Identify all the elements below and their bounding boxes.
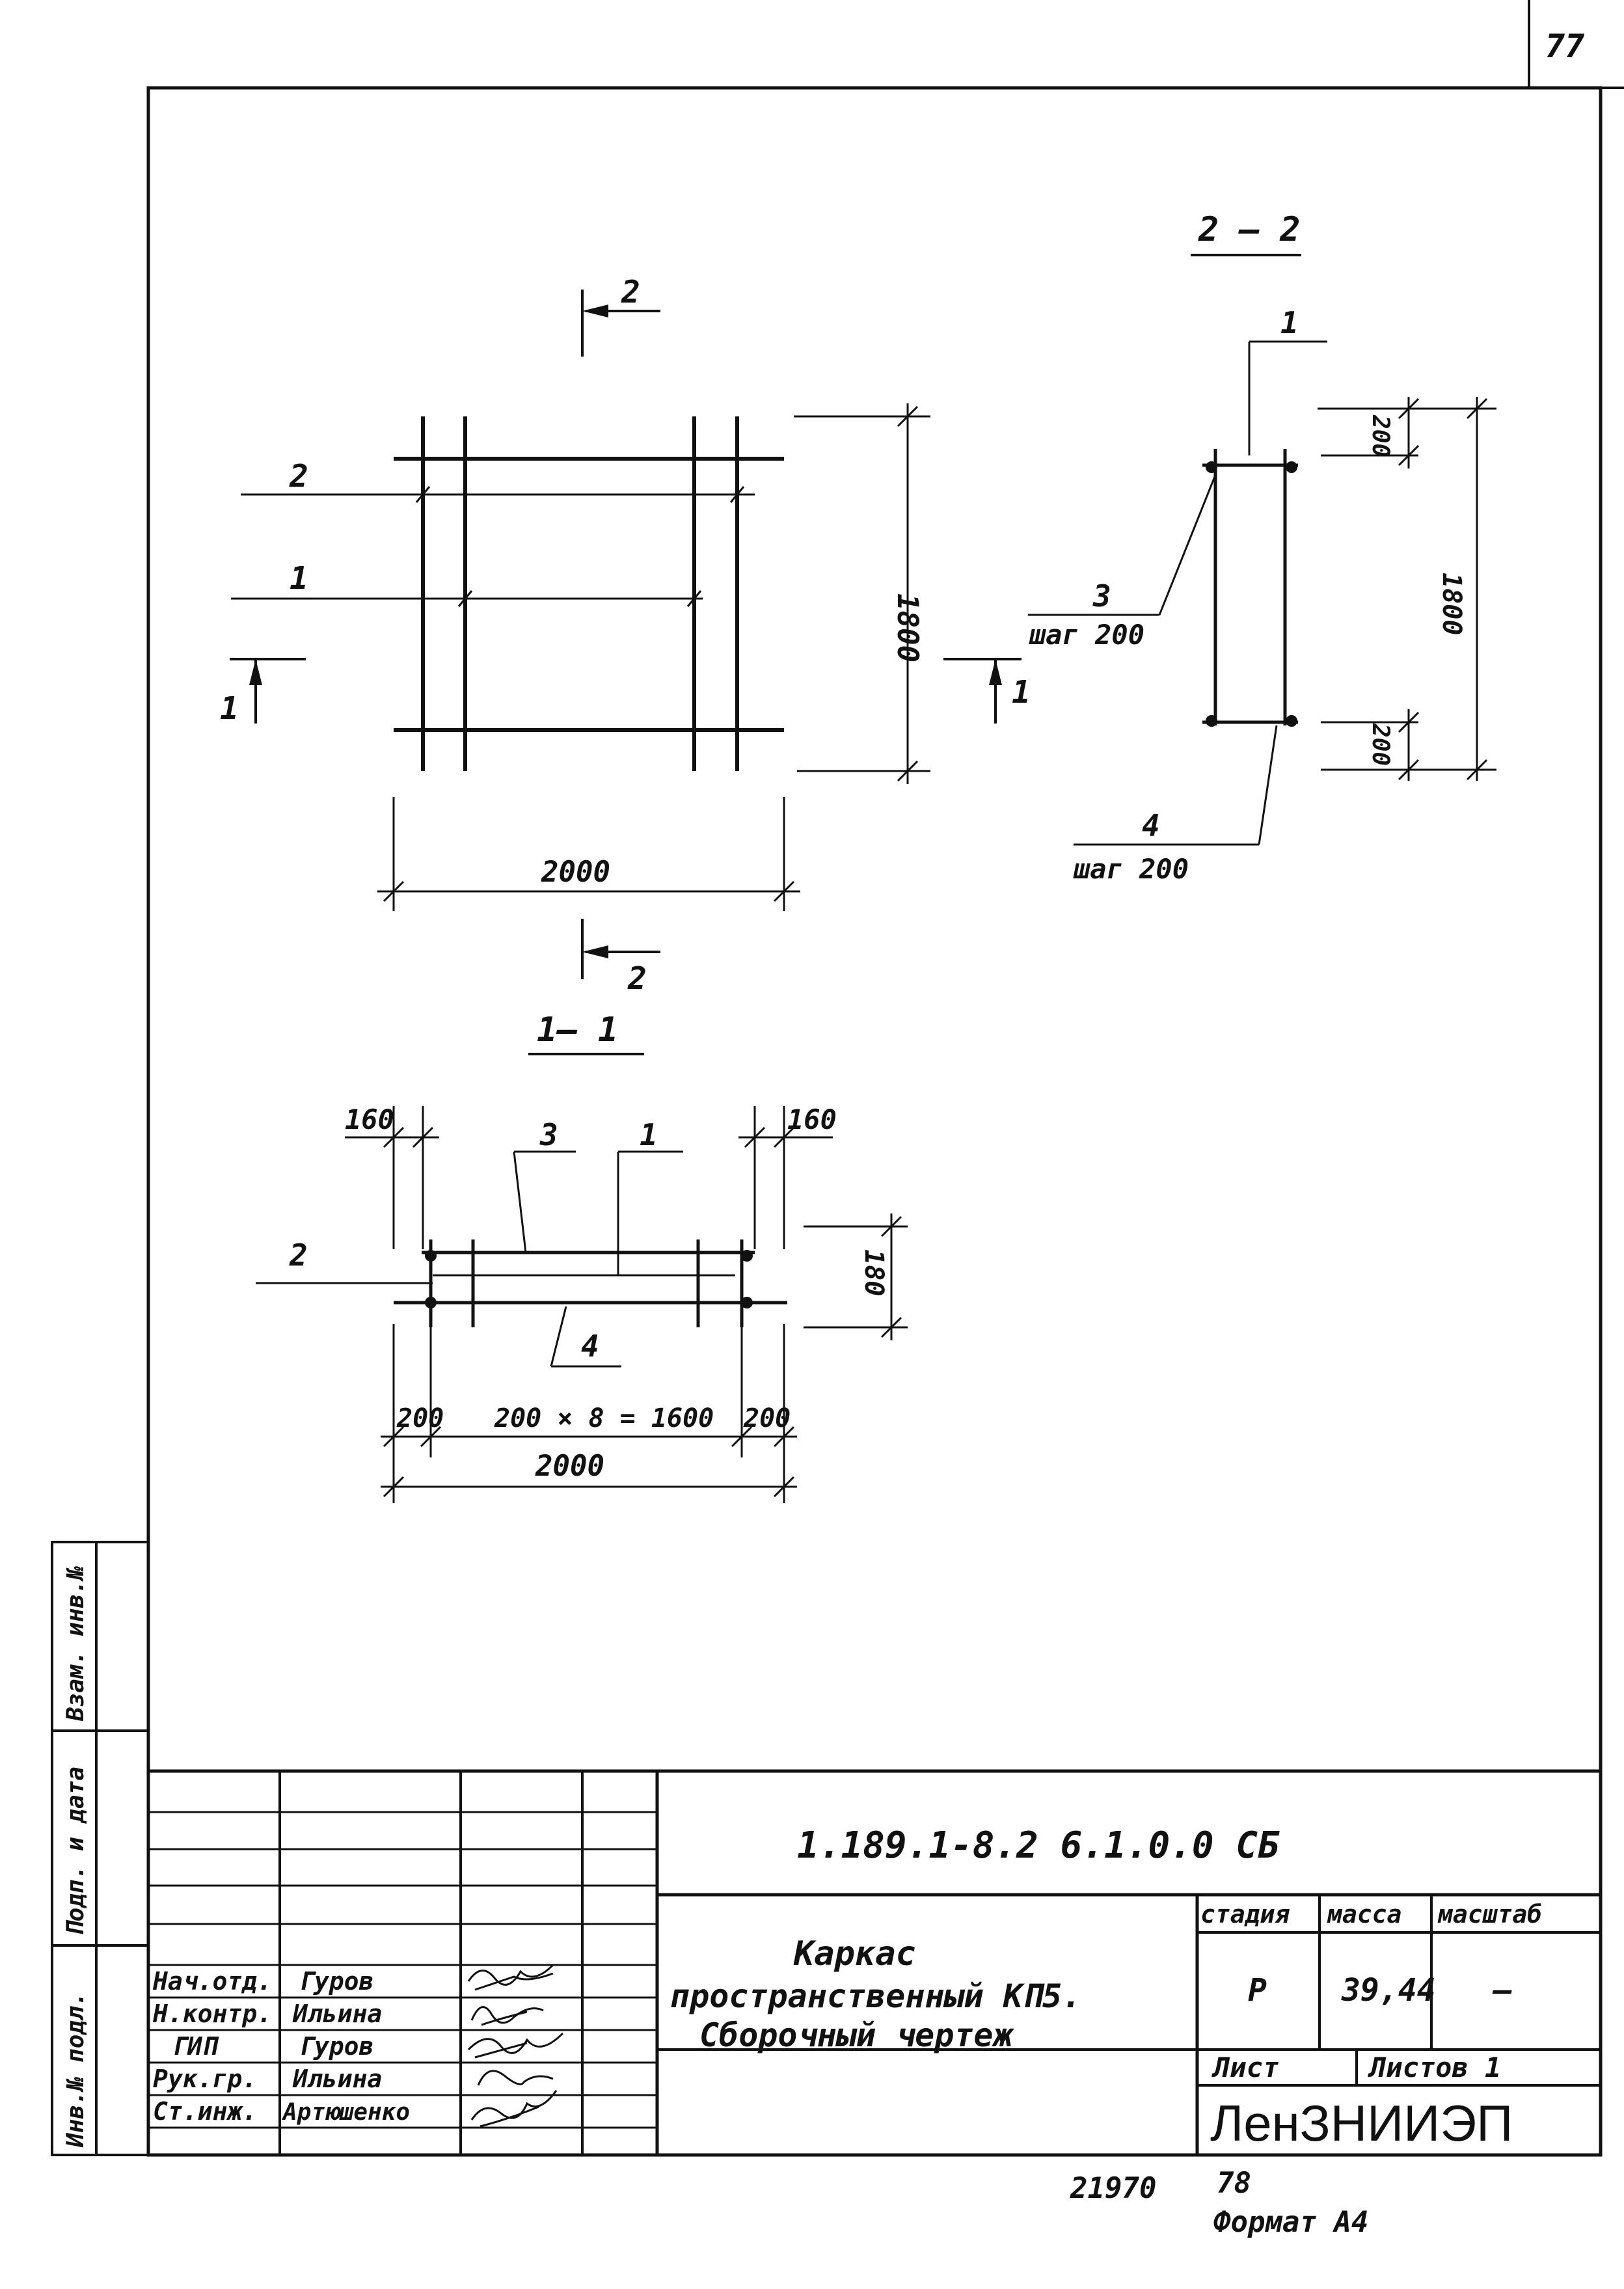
section-2-2-title: 2 — 2	[1198, 210, 1301, 249]
designation: 1.189.1-8.2 6.1.0.0 СБ	[797, 1824, 1280, 1867]
side-stamp-vzam-inv: Взам. инв.№	[62, 1565, 89, 1722]
plan-view: 2 1 1800 2000 2 2 1	[220, 274, 1031, 997]
header-scale: масштаб	[1437, 1900, 1542, 1929]
sheets-label: Листов 1	[1368, 2052, 1501, 2083]
plan-callout-1: 1	[290, 560, 308, 597]
section-2-2-callout-3: 3	[1092, 578, 1111, 614]
section-1-1-dim-middle: 200 × 8 = 1600	[494, 1403, 714, 1433]
signer-name-4: Ильина	[292, 2065, 382, 2093]
section-1-1-callout-4: 4	[581, 1329, 599, 1364]
section-2-2-callout-4: 4	[1142, 808, 1160, 843]
section-1-1-dim-2000: 2000	[535, 1450, 604, 1483]
section-2-2-step-3: шаг 200	[1029, 619, 1144, 651]
section-2-2-rod-tr	[1286, 461, 1297, 473]
header-stage: стадия	[1200, 1900, 1290, 1929]
footer-inventory: 21970	[1070, 2172, 1156, 2205]
section-1-1-dim-160-right: 160	[787, 1104, 837, 1135]
side-stamp-podp-data: Подп. и дата	[62, 1767, 89, 1936]
sheet-label: Лист	[1211, 2052, 1279, 2083]
svg-text:1: 1	[220, 690, 239, 727]
section-2-2-rod-bl	[1206, 715, 1217, 727]
section-1-1-callout-1: 1	[640, 1117, 658, 1152]
title-line-2: пространственный КП5.	[670, 1977, 1081, 2015]
section-2-2-step-4: шаг 200	[1073, 853, 1189, 885]
side-stamp: Инв.№ подл. Подп. и дата Взам. инв.№	[51, 1541, 150, 2156]
signer-name-1: Гуров	[299, 1967, 373, 1996]
section-1-1-callout-3: 3	[539, 1117, 558, 1152]
organization: ЛенЗНИИЭП	[1210, 2094, 1513, 2152]
signer-name-3: Гуров	[299, 2032, 373, 2061]
signer-role-4: Рук.гр.	[153, 2065, 257, 2093]
scale-value: —	[1492, 1972, 1512, 2009]
signer-role-3: ГИП	[172, 2032, 219, 2061]
mass-value: 39,44	[1341, 1972, 1436, 2009]
section-1-1-title: 1— 1	[537, 1010, 618, 1050]
title-line-1: Каркас	[793, 1934, 916, 1973]
section-2-2-rod-br	[1286, 715, 1297, 727]
drawing-frame	[146, 86, 1603, 2157]
footer-format: Формат А4	[1213, 2206, 1368, 2239]
signer-name-2: Ильина	[292, 1999, 382, 2028]
section-2-2: 2 — 2 1 3 шаг 200 4 шаг 200	[1028, 210, 1496, 885]
stage-value: Р	[1248, 1972, 1267, 2009]
svg-text:1: 1	[1012, 674, 1031, 711]
side-stamp-inv-podl: Инв.№ подл.	[62, 1992, 89, 2148]
signer-name-5: Артюшенко	[282, 2099, 410, 2126]
title-block: Нач.отд. Гуров Н.контр. Ильина ГИП Гуров…	[148, 1769, 1601, 2155]
plan-callout-2: 2	[289, 458, 308, 494]
footer-page: 78	[1217, 2167, 1251, 2200]
section-1-1-dim-200-right: 200	[743, 1403, 791, 1433]
header-mass: масса	[1327, 1900, 1401, 1929]
section-2-2-callout-1: 1	[1280, 305, 1299, 340]
section-2-2-dim-200-bottom: 200	[1367, 723, 1394, 766]
section-1-1-dim-200-left: 200	[396, 1403, 444, 1433]
plan-dim-1800: 1800	[891, 593, 924, 662]
signatures	[467, 1964, 564, 2128]
title-line-3: Сборочный чертеж	[699, 2016, 1015, 2054]
section-1-1-dim-180: 180	[859, 1249, 889, 1296]
signer-role-5: Ст.инж.	[153, 2097, 257, 2126]
signer-role-2: Н.контр.	[152, 1999, 272, 2028]
section-2-2-dim-200-top: 200	[1367, 414, 1394, 457]
section-1-1-dim-160-left: 160	[345, 1104, 394, 1135]
section-1-1: 1— 1 160 160 3 1 2	[256, 1010, 908, 1503]
section-2-2-rod-tl	[1206, 461, 1217, 473]
svg-text:2: 2	[621, 274, 640, 310]
section-1-1-callout-2: 2	[289, 1238, 308, 1273]
section-2-2-dim-1800: 1800	[1437, 573, 1467, 635]
svg-text:2: 2	[627, 960, 647, 997]
signer-role-1: Нач.отд.	[152, 1967, 272, 1996]
plan-dim-2000: 2000	[541, 856, 610, 889]
sheet-number: 77	[1545, 27, 1584, 65]
